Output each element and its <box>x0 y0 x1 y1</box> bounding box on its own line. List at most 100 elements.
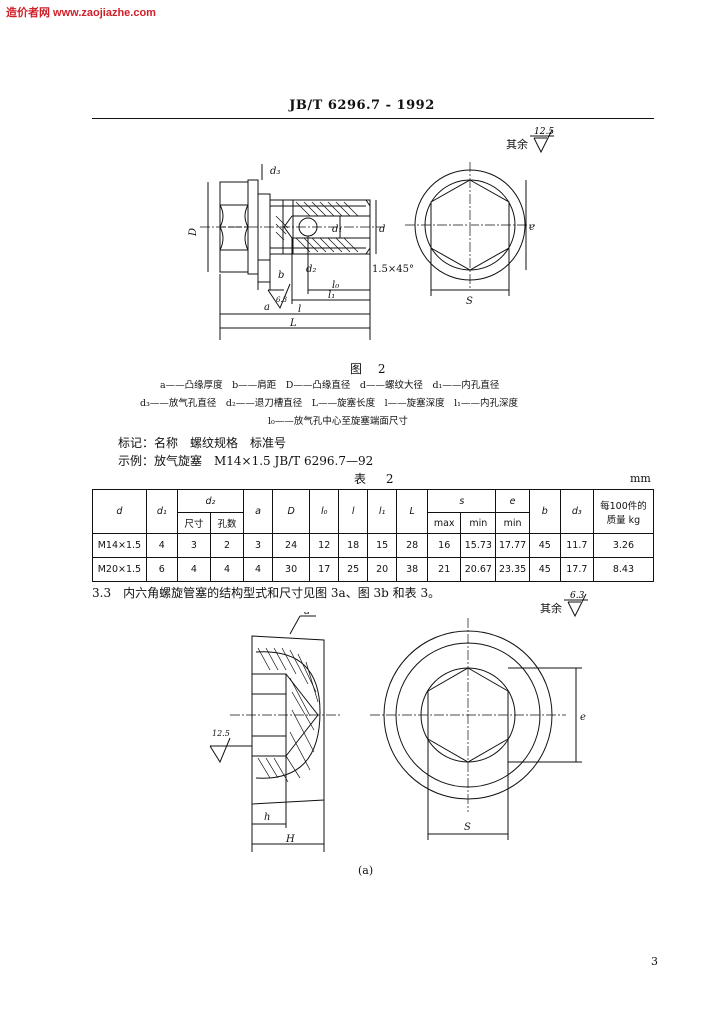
figure2-drawing: D d₃ d₁ d d₂ 1.5×45° b l₀ l₁ a l L e S 6… <box>188 162 535 340</box>
th-s: s <box>427 489 497 513</box>
th-d: d <box>92 489 147 534</box>
dim-S: S <box>466 296 473 307</box>
roughness-value-mid: 6.3 <box>570 591 585 601</box>
dim-e: e <box>529 222 535 233</box>
th-a: a <box>243 489 273 534</box>
table-row: M20×1.5 6 4 4 4 30 17 25 20 38 21 20.67 … <box>92 557 655 582</box>
plug-section-outline <box>251 635 325 805</box>
roughness-value-top: 12.5 <box>534 127 554 137</box>
cell: 21 <box>427 557 462 582</box>
cell: 38 <box>396 557 429 582</box>
table2: d d₁ d₂ a D l₀ l l₁ L s e b d₃ 每100件的质量 … <box>92 489 655 582</box>
cell: 18 <box>338 533 369 558</box>
standard-header: JB/T 6296.7 - 1992 <box>289 98 435 113</box>
site-watermark: 造价者网 www.zaojiazhe.com <box>6 7 156 19</box>
dim-e: e <box>580 712 586 723</box>
cell: 4 <box>243 557 273 582</box>
cell: 4 <box>176 557 211 582</box>
dim-d3: d₃ <box>270 166 280 177</box>
th-d2-holes: 孔数 <box>209 512 245 534</box>
cell: M20×1.5 <box>92 557 147 582</box>
roughness-symbol-mid-icon: 6.3 <box>564 591 588 618</box>
th-e-min: min <box>495 512 530 534</box>
cell: 17.77 <box>495 533 530 558</box>
example-text: 示例：放气旋塞 M14×1.5 JB/T 6296.7—92 <box>118 454 374 468</box>
dim-l: l <box>298 304 301 315</box>
cell: 30 <box>271 557 311 582</box>
cell: 3 <box>176 533 211 558</box>
cell: M14×1.5 <box>92 533 147 558</box>
dim-L: L <box>289 318 297 329</box>
cell: 17.7 <box>559 557 594 582</box>
dim-D: D <box>188 228 199 237</box>
th-l0: l₀ <box>309 489 340 534</box>
figure2-caption: 图 2 <box>350 362 392 376</box>
roughness-note-label: 其余 <box>540 602 562 615</box>
cell: 24 <box>271 533 311 558</box>
th-s-min: min <box>460 512 497 534</box>
dim-d: d <box>379 224 385 235</box>
cell: 2 <box>209 533 245 558</box>
page-number: 3 <box>651 955 658 968</box>
dim-d2: d₂ <box>306 264 316 275</box>
cell: 20.67 <box>460 557 497 582</box>
cell: 3.26 <box>592 533 655 558</box>
section-3-3: 3.3 内六角螺旋管塞的结构型式和尺寸见图 3a、图 3b 和表 3。 <box>92 586 441 600</box>
dim-a: a <box>264 302 270 313</box>
legend-line-1: a——凸缘厚度 b——肩距 D——凸缘直径 d——螺纹大径 d₁——内孔直径 <box>160 380 500 391</box>
cell: 3 <box>243 533 273 558</box>
roughness-value-fig3: 12.5 <box>212 729 230 738</box>
cell: 8.43 <box>592 557 655 582</box>
dim-H: H <box>285 834 295 845</box>
roughness-note-label: 其余 <box>506 138 528 151</box>
th-b: b <box>528 489 561 534</box>
th-L: L <box>396 489 429 534</box>
cell: 11.7 <box>559 533 594 558</box>
th-D: D <box>271 489 311 534</box>
roughness-value-fig2: 6.3 <box>276 296 288 304</box>
cell: 4 <box>145 533 178 558</box>
cell: 28 <box>396 533 429 558</box>
roughness-note-mid: 其余 <box>540 600 562 616</box>
dim-b: b <box>278 270 284 281</box>
roughness-symbol-top-icon: 12.5 <box>530 127 554 154</box>
figure3a-drawing: d h H S e 12.5 <box>209 612 586 852</box>
th-e: e <box>495 489 530 513</box>
th-d1: d₁ <box>145 489 178 534</box>
cell: 17 <box>309 557 340 582</box>
th-l1: l₁ <box>367 489 398 534</box>
header-rule <box>92 118 654 119</box>
cell: 4 <box>209 557 245 582</box>
th-mass: 每100件的质量 kg <box>592 489 655 534</box>
cell: 23.35 <box>495 557 530 582</box>
cell: 25 <box>338 557 369 582</box>
th-d2-size: 尺寸 <box>176 512 211 534</box>
roughness-note-top: 其余 <box>506 136 528 152</box>
table2-title: 表 2 <box>354 472 402 486</box>
dim-l1: l₁ <box>328 290 335 301</box>
marking-text: 标记：名称 螺纹规格 标准号 <box>118 436 287 450</box>
cell: 20 <box>367 557 398 582</box>
dim-chamfer: 1.5×45° <box>372 264 414 275</box>
table-row: M14×1.5 4 3 2 3 24 12 18 15 28 16 15.73 … <box>92 533 655 558</box>
cell: 16 <box>427 533 462 558</box>
dim-d1: d₁ <box>332 224 342 235</box>
legend-line-3: l₀——放气孔中心至旋塞端面尺寸 <box>268 416 408 427</box>
dim-S: S <box>464 822 471 833</box>
figure2-legend: a——凸缘厚度 b——肩距 D——凸缘直径 d——螺纹大径 d₁——内孔直径 d… <box>0 378 724 428</box>
cell: 12 <box>309 533 340 558</box>
cell: 15.73 <box>460 533 497 558</box>
cell: 15 <box>367 533 398 558</box>
th-d3: d₃ <box>559 489 594 534</box>
figure3a-caption: (a) <box>358 864 374 877</box>
table2-unit: mm <box>630 472 651 485</box>
th-l: l <box>338 489 369 534</box>
dim-h: h <box>264 812 270 823</box>
legend-line-2: d₃——放气孔直径 d₂——退刀槽直径 L——旋塞长度 l——旋塞深度 l₁——… <box>140 398 518 409</box>
th-d2: d₂ <box>176 489 245 513</box>
th-s-max: max <box>427 512 462 534</box>
cell: 45 <box>528 533 561 558</box>
cell: 45 <box>528 557 561 582</box>
dim-l0: l₀ <box>332 280 339 291</box>
dim-d: d <box>304 612 310 617</box>
